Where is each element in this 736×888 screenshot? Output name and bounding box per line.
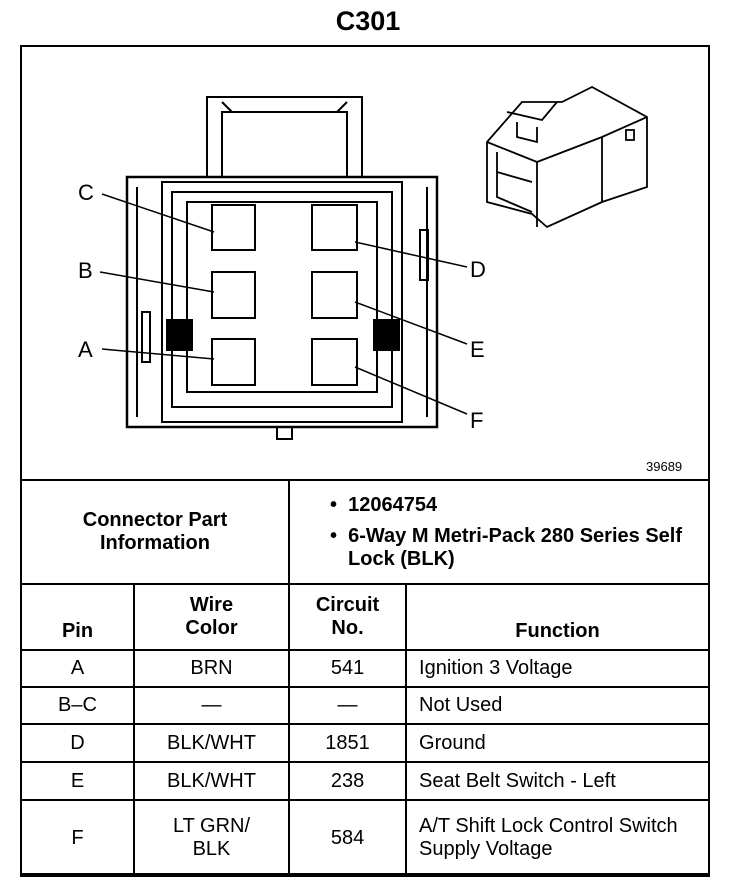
pin-label-d: D xyxy=(470,257,486,282)
pin-cell: D xyxy=(20,723,135,763)
connector-3d-view-icon xyxy=(486,85,648,229)
connector-description: 6-Way M Metri-Pack 280 Series Self Lock … xyxy=(348,524,682,570)
wire-cell: BLK/WHT xyxy=(132,723,291,763)
connector-info-list: • 12064754 • 6-Way M Metri-Pack 280 Seri… xyxy=(288,479,710,585)
pin-label-b: B xyxy=(78,258,93,283)
connector-info-label: Connector Part Information xyxy=(19,479,291,585)
pin-label-f: F xyxy=(470,408,484,433)
circuit-cell: 584 xyxy=(288,799,408,877)
header-wire-color: Wire Color xyxy=(132,583,291,651)
circuit-cell: — xyxy=(288,686,408,725)
header-circuit: Circuit No. xyxy=(288,583,408,651)
wire-cell: BLK/WHT xyxy=(132,761,291,801)
connector-title: C301 xyxy=(335,6,401,36)
function-cell: Seat Belt Switch - Left xyxy=(405,761,710,801)
function-cell: Ground xyxy=(405,723,710,763)
pin-cell: F xyxy=(20,799,135,877)
function-cell: A/T Shift Lock Control Switch Supply Vol… xyxy=(405,799,710,877)
pin-label-a: A xyxy=(78,337,93,362)
pin-label-e: E xyxy=(470,337,485,362)
function-cell: Ignition 3 Voltage xyxy=(405,649,710,688)
table-header-row: Pin Wire Color Circuit No. Function xyxy=(20,583,710,651)
function-cell: Not Used xyxy=(405,686,710,725)
pin-cell: E xyxy=(20,761,135,801)
pin-label-c: C xyxy=(78,180,94,205)
wire-cell: LT GRN/ BLK xyxy=(132,799,291,877)
wire-cell: — xyxy=(132,686,291,725)
connector-face-drawing xyxy=(99,85,648,440)
pin-cell: B–C xyxy=(20,686,135,725)
table-row: B–C——Not Used xyxy=(20,686,710,725)
circuit-cell: 1851 xyxy=(288,723,408,763)
header-pin: Pin xyxy=(20,583,135,651)
wire-cell: BRN xyxy=(132,649,291,688)
drawing-number: 39689 xyxy=(646,459,683,474)
circuit-cell: 541 xyxy=(288,649,408,688)
connector-sheet: C B A D E F 39689 Connector Part Informa… xyxy=(19,45,710,877)
pin-cell: A xyxy=(20,649,135,688)
circuit-cell: 238 xyxy=(288,761,408,801)
pinout-table: Connector Part Information • 12064754 • … xyxy=(19,479,710,877)
header-function: Function xyxy=(405,583,710,651)
part-number: 12064754 xyxy=(348,493,438,516)
